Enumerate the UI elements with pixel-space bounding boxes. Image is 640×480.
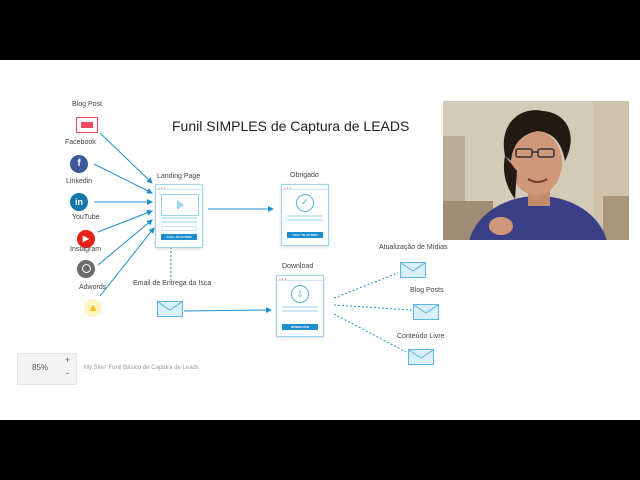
outcome-label-conteudo: Conteúdo Livre	[397, 333, 444, 340]
blog-post-icon[interactable]	[76, 117, 98, 133]
source-label-blog-post: Blog Post	[72, 101, 102, 108]
zoom-level: 85%	[32, 363, 48, 372]
outcome-midias-mail-icon[interactable]	[400, 262, 426, 278]
video-icon	[161, 194, 199, 216]
webcam-video-overlay	[443, 101, 629, 240]
outcome-blog-mail-icon[interactable]	[413, 304, 439, 320]
arrow-youtube-to-landing	[98, 211, 152, 232]
adwords-icon[interactable]: ▲	[84, 299, 102, 317]
email-isca-label: Email de Entrega da Isca	[133, 280, 211, 287]
obrigado-cta-button[interactable]: CALL TO ACTION	[287, 232, 323, 238]
presenter-video-image	[443, 101, 629, 240]
outcome-label-blog-posts: Blog Posts	[410, 287, 443, 294]
zoom-in-button[interactable]: +	[65, 355, 70, 365]
obrigado-node[interactable]: ●●● ✓ CALL TO ACTION	[281, 184, 329, 246]
download-cta-button[interactable]: DOWNLOAD	[282, 324, 318, 330]
canvas-area: Funil SIMPLES de Captura de LEADS Blog P…	[0, 60, 640, 420]
arrow-instagram-to-landing	[98, 220, 152, 265]
zoom-control: 85% + -	[17, 353, 77, 385]
zoom-out-button[interactable]: -	[66, 368, 69, 378]
landing-page-label: Landing Page	[157, 173, 200, 180]
cloud-download-icon: ⇩	[291, 285, 309, 303]
breadcrumb: My Site/ 'Funil Básico de Captura de Lea…	[84, 365, 199, 371]
download-node[interactable]: ●●● ⇩ DOWNLOAD	[276, 275, 324, 337]
outcome-label-midias: Atualização de Mídias	[379, 244, 447, 251]
source-label-facebook: Facebook	[65, 139, 96, 146]
landing-page-node[interactable]: ●●● CALL TO ACTION	[155, 184, 203, 248]
source-label-instagram: Instagram	[70, 246, 101, 253]
dotted-download-to-midias	[334, 273, 398, 298]
arrow-facebook-to-landing	[94, 164, 152, 193]
source-label-adwords: Adwords	[79, 284, 106, 291]
dotted-download-to-blog	[334, 305, 412, 310]
dotted-download-to-conteudo	[334, 314, 406, 352]
linkedin-icon[interactable]: in	[70, 193, 88, 211]
outcome-conteudo-mail-icon[interactable]	[408, 349, 434, 365]
obrigado-label: Obrigado	[290, 172, 319, 179]
source-label-linkedin: Linkedin	[66, 178, 92, 185]
arrow-email-to-download	[184, 310, 271, 311]
diagram-title: Funil SIMPLES de Captura de LEADS	[172, 118, 409, 134]
email-isca-icon[interactable]	[157, 301, 183, 317]
landing-cta-button[interactable]: CALL TO ACTION	[161, 234, 197, 240]
check-icon: ✓	[296, 194, 314, 212]
facebook-icon[interactable]: f	[70, 155, 88, 173]
source-label-youtube: YouTube	[72, 214, 100, 221]
download-label: Download	[282, 263, 313, 270]
arrow-blog-to-landing	[100, 133, 152, 183]
instagram-icon[interactable]	[77, 260, 95, 278]
